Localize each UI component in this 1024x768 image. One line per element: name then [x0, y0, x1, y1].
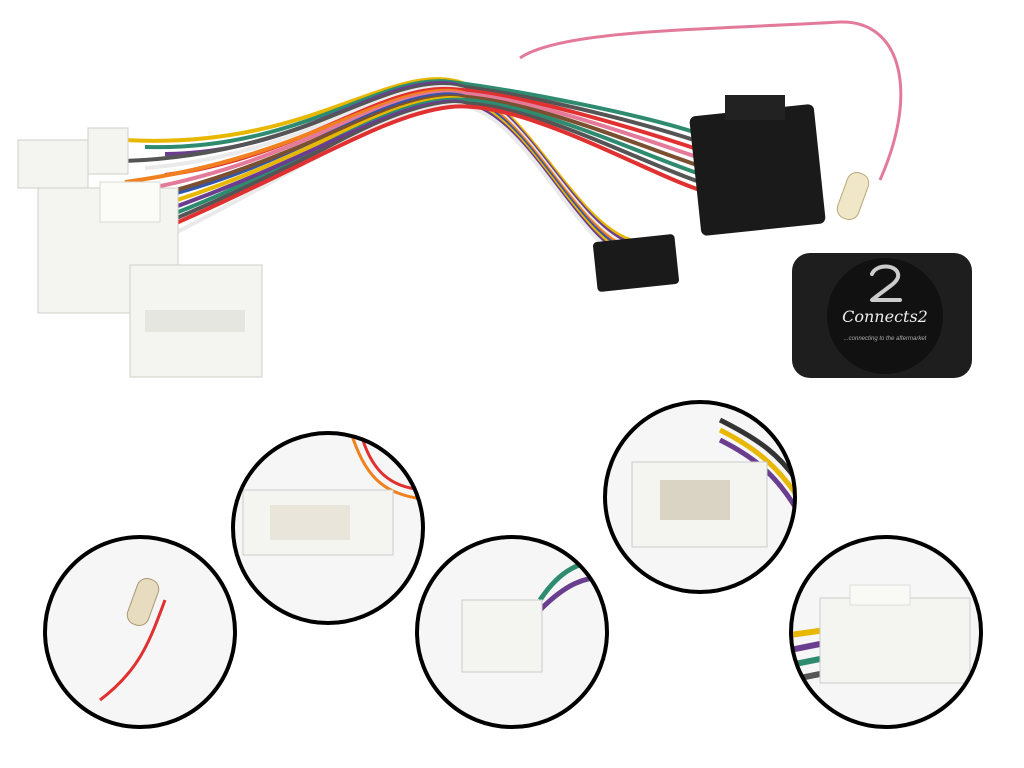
wire-bundle [124, 77, 701, 263]
module-logo-2-emblem [870, 264, 902, 302]
detail-view-side-connector [789, 535, 983, 729]
interface-module: Connects2 ...connecting to the aftermark… [792, 253, 972, 378]
module-tagline: ...connecting to the aftermarket [844, 336, 927, 342]
detail-view-large-connector [231, 431, 425, 625]
detail-view-small-connector [415, 535, 609, 729]
white-connector-top [17, 127, 129, 189]
white-connector-bottom [129, 264, 263, 378]
module-logo: Connects2 [842, 307, 928, 326]
detail-view-bullet-terminal [43, 535, 237, 729]
wire [124, 104, 701, 247]
black-small-connector [593, 234, 679, 292]
detail-view-pin-connector [603, 400, 797, 594]
bullet-terminal [836, 172, 870, 220]
pink-wire [519, 20, 903, 181]
black-iso-connector [689, 95, 826, 236]
